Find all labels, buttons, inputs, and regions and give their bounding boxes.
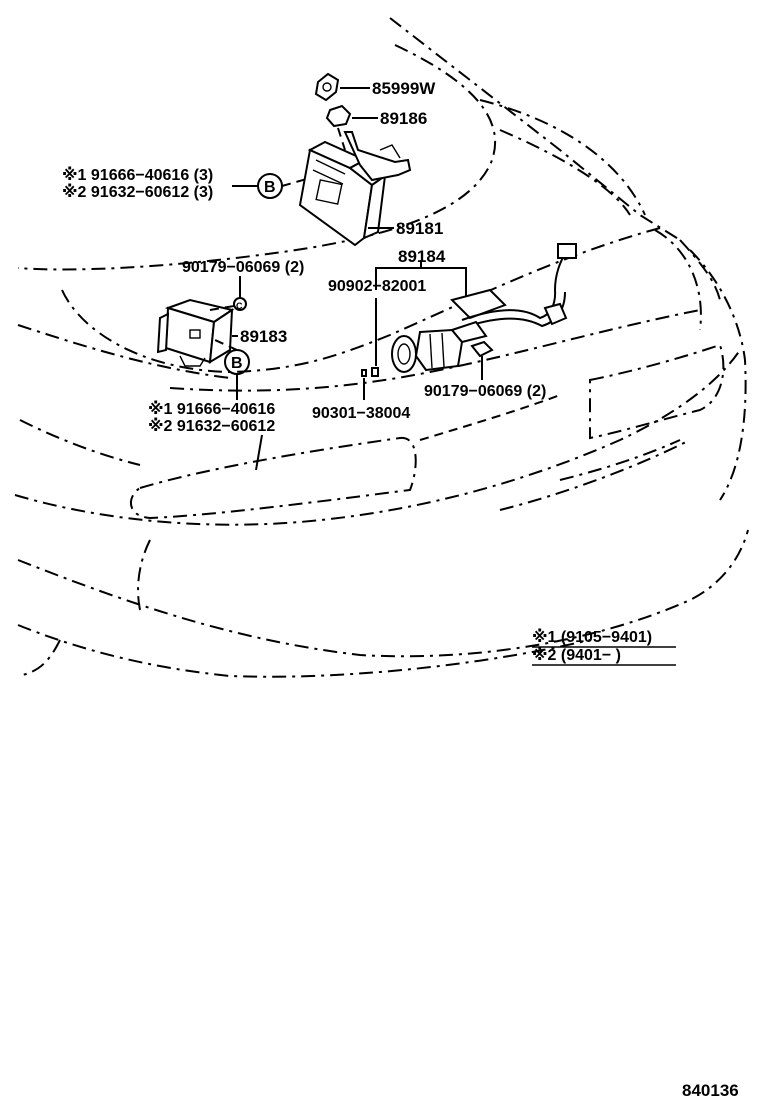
callout-b-upper-leader <box>232 173 311 199</box>
callout-b-lower-leader <box>214 339 250 400</box>
callout-upper-line1: ※1 91666−40616 (3) <box>62 166 213 184</box>
callout-lower-tail <box>255 434 263 471</box>
callout-upper-line2: ※2 91632−60612 (3) <box>62 183 213 201</box>
nut-89186 <box>325 104 378 128</box>
label-89184: 89184 <box>398 247 446 266</box>
label-89183: 89183 <box>240 327 287 346</box>
label-90902: 90902−82001 <box>328 278 426 295</box>
label-90179-upper: 90179−06069 (2) <box>182 259 304 276</box>
label-90301: 90301−38004 <box>312 405 410 422</box>
label-89181: 89181 <box>396 219 443 238</box>
callout-lower-line1: ※1 91666−40616 <box>148 400 275 418</box>
label-85999w: 85999W <box>372 79 436 98</box>
badge-b-upper: B <box>264 179 276 196</box>
diagram-number: 840136 <box>682 1081 739 1100</box>
label-89186: 89186 <box>380 109 427 128</box>
car-body-outline <box>14 17 749 678</box>
sensor-89184 <box>361 243 577 400</box>
legend: ※1 (9105−9401) ※2 (9401− ) <box>532 628 676 666</box>
leader-89184 <box>375 260 467 300</box>
legend-line2: ※2 (9401− ) <box>532 646 621 664</box>
legend-line1: ※1 (9105−9401) <box>532 628 652 646</box>
callout-lower-line2: ※2 91632−60612 <box>148 417 275 435</box>
badge-b-lower: B <box>231 355 243 372</box>
badge-c: C <box>236 301 243 311</box>
ecu-89181 <box>298 127 412 247</box>
label-90179-lower: 90179−06069 (2) <box>424 383 546 400</box>
leader-90179-upper <box>233 276 247 311</box>
clip-85999w <box>314 72 370 102</box>
relay-89183 <box>156 298 238 367</box>
